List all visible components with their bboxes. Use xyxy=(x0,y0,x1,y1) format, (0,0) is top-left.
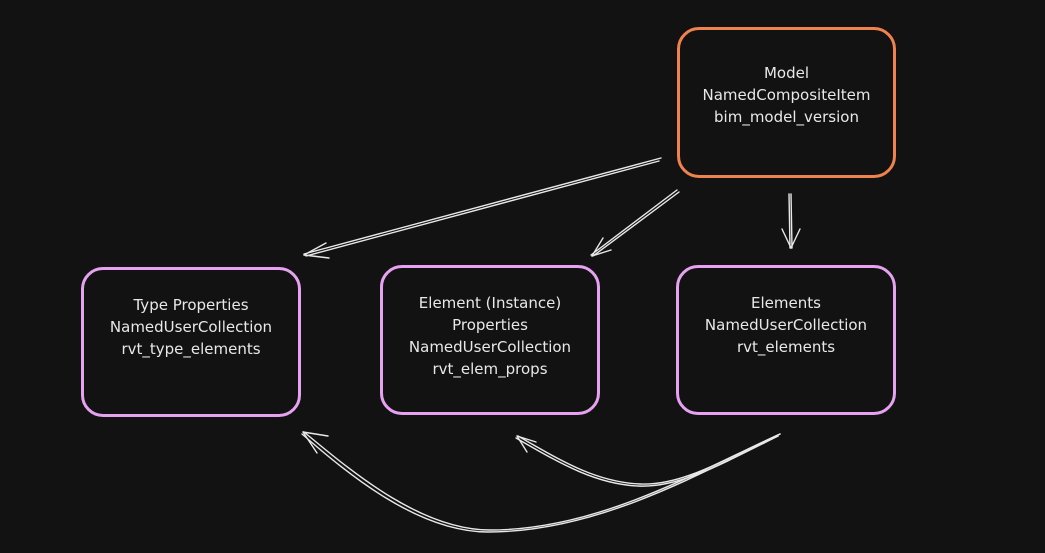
node-element-properties-line-1: Element (Instance) xyxy=(418,294,562,312)
node-elements-line-2: NamedUserCollection xyxy=(704,316,868,334)
node-model-line-3: bim_model_version xyxy=(714,108,859,126)
node-element-properties[interactable]: Element (Instance) Properties NamedUserC… xyxy=(380,265,600,415)
node-elements-line-1: Elements xyxy=(751,294,821,312)
node-type-properties-line-1: Type Properties xyxy=(133,296,249,314)
node-model[interactable]: Model NamedCompositeItem bim_model_versi… xyxy=(677,27,896,178)
node-element-properties-line-4: rvt_elem_props xyxy=(432,360,548,378)
node-model-line-2: NamedCompositeItem xyxy=(702,86,871,104)
edge-elements-to-element-properties xyxy=(515,433,781,487)
node-model-line-1: Model xyxy=(763,64,810,82)
node-element-properties-line-2: Properties xyxy=(452,316,528,334)
node-elements-line-3: rvt_elements xyxy=(736,338,836,356)
edge-model-to-type-properties xyxy=(303,157,662,259)
node-type-properties-line-2: NamedUserCollection xyxy=(109,318,273,336)
edge-model-to-elements xyxy=(781,193,801,249)
edge-elements-to-type-properties xyxy=(301,431,781,533)
node-type-properties[interactable]: Type Properties NamedUserCollection rvt_… xyxy=(81,267,301,417)
edge-model-to-element-properties xyxy=(590,189,680,257)
node-type-properties-line-3: rvt_type_elements xyxy=(121,340,261,358)
node-element-properties-line-3: NamedUserCollection xyxy=(408,338,572,356)
node-elements[interactable]: Elements NamedUserCollection rvt_element… xyxy=(676,265,896,415)
